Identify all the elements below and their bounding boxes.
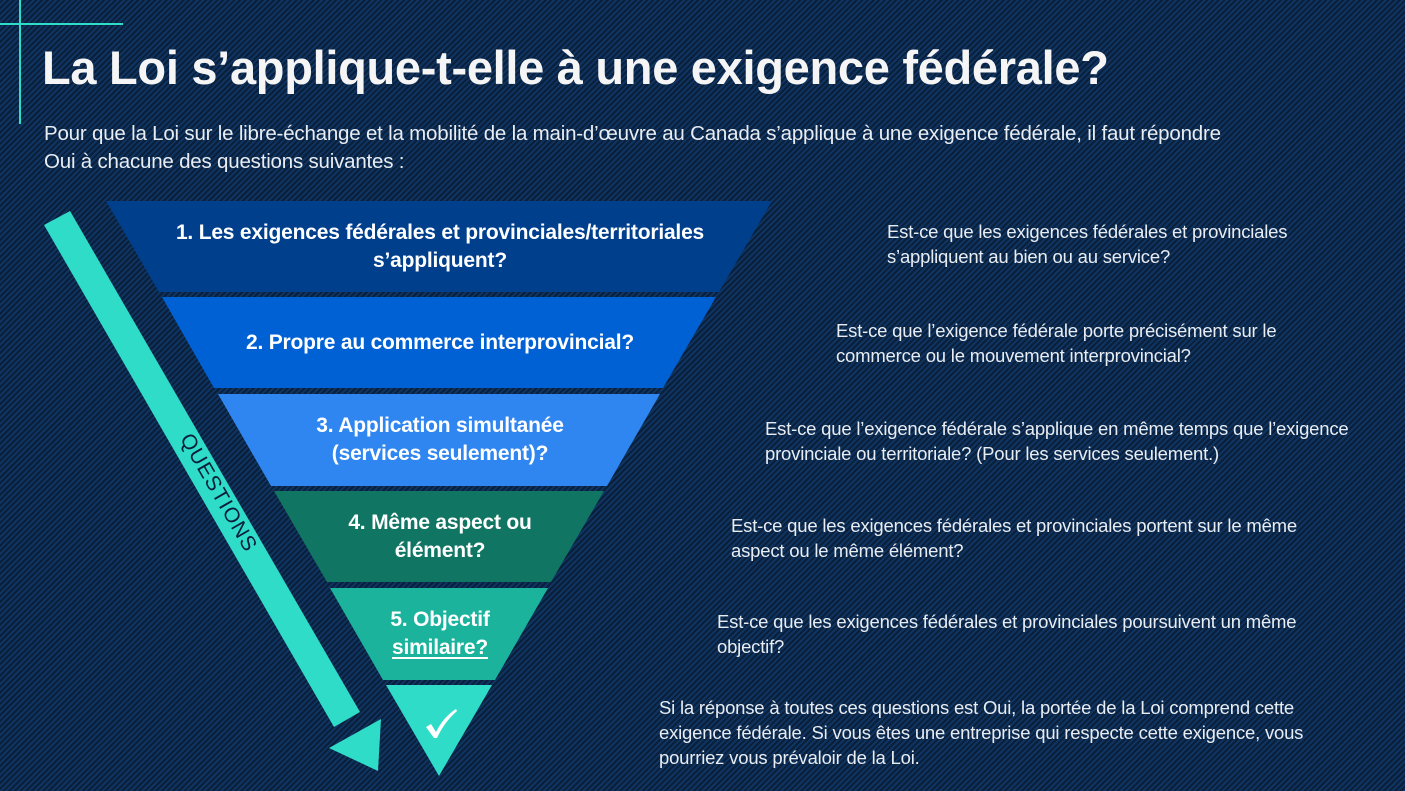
corner-decoration-vertical-line <box>19 0 21 124</box>
questions-arrow <box>44 211 381 771</box>
funnel-band-5 <box>330 588 548 680</box>
slide-subtitle: Pour que la Loi sur le libre-échange et … <box>44 122 1221 173</box>
final-conclusion-text: Si la réponse à toutes ces questions est… <box>659 697 1304 768</box>
funnel-band-4 <box>274 491 604 582</box>
step-4-description: Est-ce que les exigences fédérales et pr… <box>731 515 1297 561</box>
slide-title: La Loi s’applique-t-elle à une exigence … <box>42 41 1109 94</box>
arrowhead-icon <box>329 719 381 771</box>
checkmark-icon <box>426 709 457 738</box>
funnel-step-3-label: 3. Application simultanée (services seul… <box>316 414 564 465</box>
funnel-band-3 <box>218 394 660 486</box>
corner-decoration-horizontal-line <box>0 23 123 25</box>
funnel-step-2-label: 2. Propre au commerce interprovincial? <box>245 330 635 354</box>
step-2-description: Est-ce que l’exigence fédérale porte pré… <box>836 320 1277 366</box>
funnel-step-5-label: 5. Objectif similaire? <box>390 608 490 659</box>
funnel-band-1 <box>106 201 772 292</box>
step-3-description: Est-ce que l’exigence fédérale s’appliqu… <box>765 418 1349 464</box>
step-5-description: Est-ce que les exigences fédérales et pr… <box>717 611 1297 657</box>
arrow-shaft <box>44 211 360 727</box>
step-1-description: Est-ce que les exigences fédérales et pr… <box>887 221 1288 267</box>
funnel-band-2 <box>162 297 716 388</box>
funnel-step-1-label: 1. Les exigences fédérales et provincial… <box>175 220 705 272</box>
funnel-step-4-label: 4. Même aspect ou élément? <box>348 510 532 562</box>
